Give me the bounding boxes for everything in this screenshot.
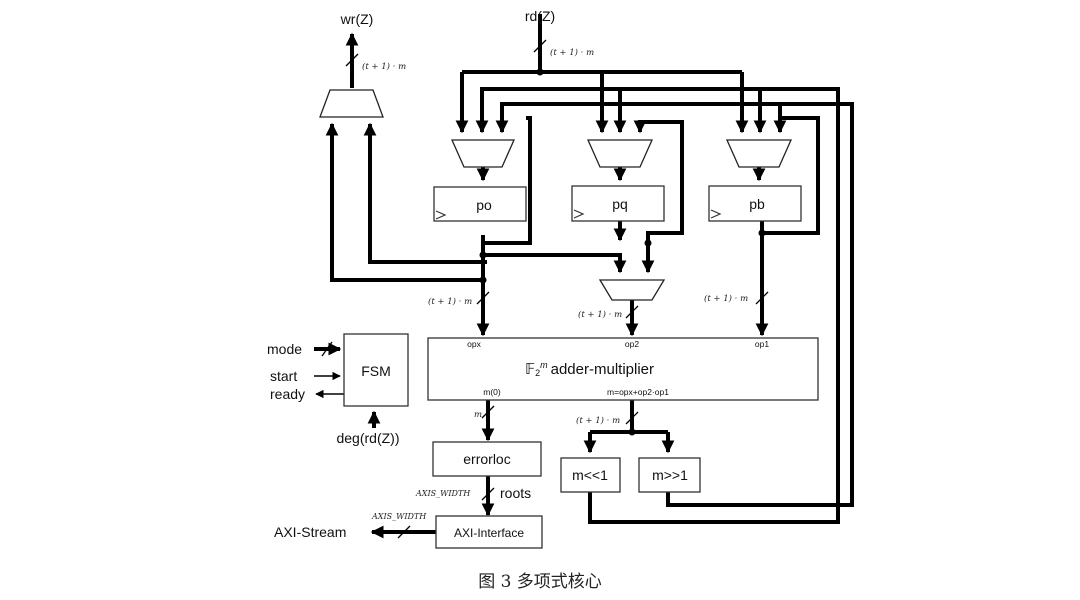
op2-mux <box>598 279 666 301</box>
width-label-roots: AXIS_WIDTH <box>415 489 471 498</box>
port-op1: op1 <box>755 339 769 349</box>
port-mexpr: m=opx+op2·op1 <box>607 387 669 397</box>
port-op2: op2 <box>625 339 639 349</box>
ready-label: ready <box>270 386 305 402</box>
pb-input-mux <box>725 139 793 168</box>
width-label-op1: (t + 1) · m <box>704 293 748 304</box>
wr-signal-label: wr(Z) <box>340 11 374 27</box>
pq-input-mux <box>586 139 654 168</box>
fsm-label: FSM <box>361 363 391 379</box>
rd-signal-label: rd(Z) <box>525 8 555 24</box>
register-po-label: po <box>476 197 492 213</box>
width-label-m0: m <box>474 410 482 420</box>
width-label-op2: (t + 1) · m <box>578 309 622 320</box>
bus-junctions <box>479 68 766 436</box>
register-pb-label: pb <box>749 196 765 212</box>
errorloc-block: errorloc <box>432 441 542 477</box>
width-label-wr: (t + 1) · m <box>362 61 406 72</box>
width-label-axi: AXIS_WIDTH <box>371 512 427 521</box>
port-m0: m(0) <box>483 387 501 397</box>
wr-output-mux <box>319 89 384 118</box>
register-pq: pq <box>571 185 665 222</box>
mode-label: mode <box>267 341 302 357</box>
register-po: po <box>433 186 527 222</box>
start-label: start <box>270 368 297 384</box>
width-label-rd: (t + 1) · m <box>550 47 594 58</box>
fsm-block: FSM <box>343 333 409 407</box>
width-label-mout: (t + 1) · m <box>576 415 620 426</box>
shift-right-block: m>>1 <box>638 457 701 493</box>
width-label-opx: (t + 1) · m <box>428 296 472 307</box>
bus-lines <box>314 14 854 539</box>
roots-label: roots <box>500 485 531 501</box>
po-input-mux <box>450 139 516 168</box>
control-lines <box>314 371 346 399</box>
shift-left-block: m<<1 <box>560 457 621 493</box>
axi-interface-label: AXI-Interface <box>454 526 524 540</box>
bus-width-ticks <box>321 39 769 539</box>
shift-left-label: m<<1 <box>572 467 608 483</box>
register-pq-label: pq <box>612 196 628 212</box>
figure-caption: 图 3 多项式核心 <box>478 572 602 592</box>
axi-stream-label: AXI-Stream <box>274 524 346 540</box>
port-opx: opx <box>467 339 481 349</box>
register-pb: pb <box>708 185 802 222</box>
deg-label: deg(rd(Z)) <box>336 430 399 446</box>
shift-right-label: m>>1 <box>652 467 688 483</box>
errorloc-label: errorloc <box>463 451 510 467</box>
axi-interface-block: AXI-Interface <box>435 515 543 549</box>
